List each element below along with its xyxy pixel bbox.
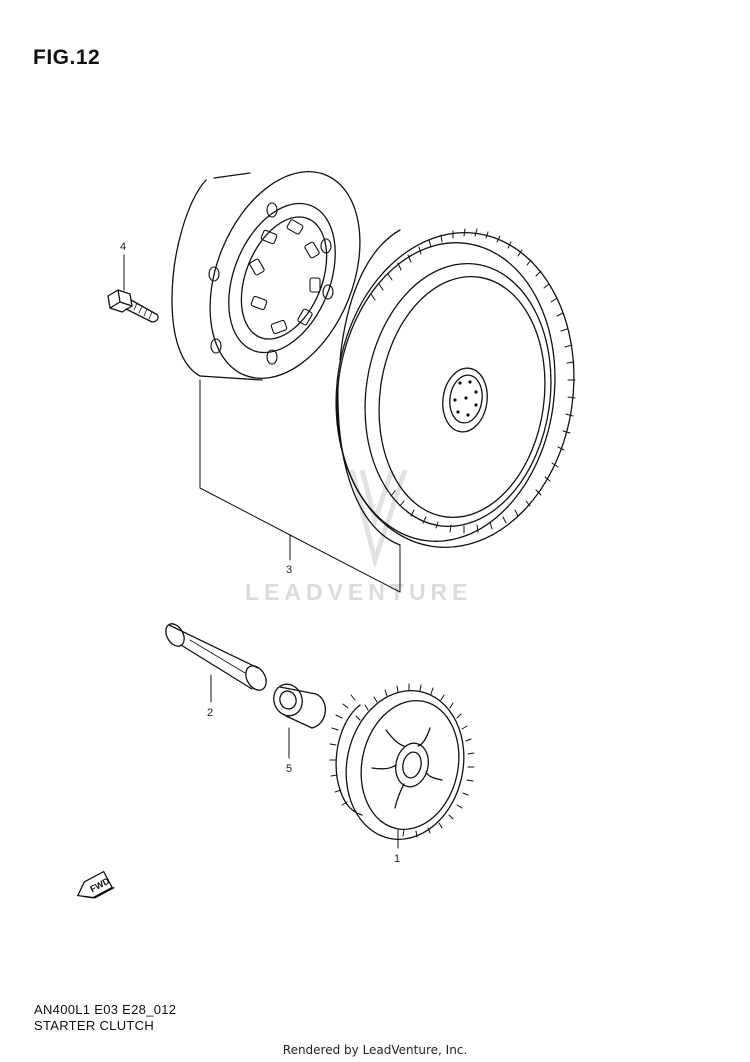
hub-bolt-holes [453, 380, 478, 417]
callout-2: 2 [207, 707, 213, 719]
callout-5: 5 [286, 763, 292, 775]
part-2-shaft [165, 623, 267, 691]
part-3-ring-gear [335, 228, 576, 548]
leader-lines [123, 254, 401, 849]
figure-title: FIG.12 [33, 46, 101, 69]
bracket-3 [199, 379, 401, 593]
callout-labels: 4 3 2 5 1 [120, 241, 400, 865]
watermark: LEADVENTURE [245, 469, 473, 605]
callout-3: 3 [286, 564, 292, 576]
footer-credit: Rendered by LeadVenture, Inc. [282, 1043, 468, 1057]
clutch-bolt-holes [208, 202, 334, 365]
model-code: AN400L1 E03 E28_012 [34, 1002, 177, 1017]
starter-clutch-body [171, 171, 361, 381]
watermark-logo [349, 469, 408, 569]
clutch-rollers [249, 219, 321, 335]
part-4-bolt [107, 289, 159, 323]
callout-1: 1 [394, 853, 400, 865]
callout-4: 4 [120, 241, 126, 253]
section-name: STARTER CLUTCH [34, 1018, 155, 1033]
fwd-direction-arrow-icon: FWD [76, 870, 115, 899]
part-5-bushing [273, 683, 326, 729]
part-1-idle-gear [329, 683, 475, 840]
watermark-text: LEADVENTURE [245, 579, 473, 605]
